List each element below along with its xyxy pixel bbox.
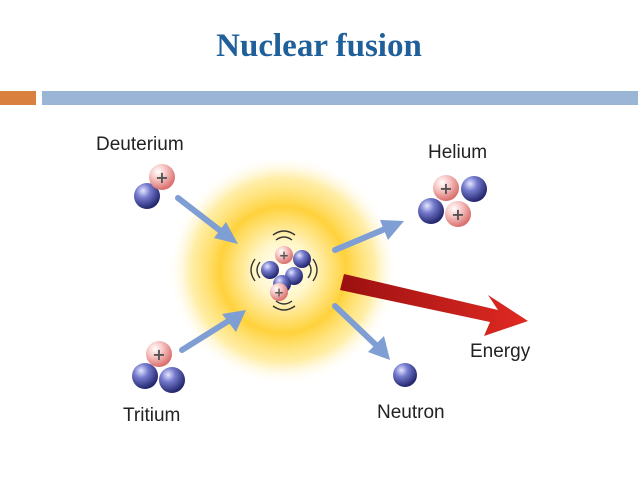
- svg-text:+: +: [155, 168, 168, 187]
- helium-nucleus: + +: [418, 175, 487, 227]
- svg-text:+: +: [439, 179, 452, 198]
- free-neutron: [393, 363, 417, 387]
- svg-text:+: +: [279, 249, 289, 263]
- arrow-deuterium-in: [175, 195, 238, 244]
- label-neutron: Neutron: [377, 402, 445, 423]
- label-deuterium: Deuterium: [96, 134, 184, 155]
- energy-arrow: [340, 274, 528, 336]
- label-helium: Helium: [428, 142, 487, 163]
- title-accent-bar: [0, 91, 36, 105]
- fusion-glow: [168, 155, 398, 385]
- svg-text:+: +: [152, 345, 165, 364]
- arrow-tritium-in: [179, 310, 246, 353]
- label-tritium: Tritium: [123, 405, 180, 426]
- arrow-helium-out: [332, 220, 404, 253]
- svg-text:+: +: [451, 205, 464, 224]
- deuterium-nucleus: +: [134, 164, 175, 209]
- fusing-nucleus: + +: [250, 230, 318, 311]
- label-energy: Energy: [470, 341, 531, 362]
- svg-text:+: +: [274, 286, 284, 300]
- title-divider-bar: [42, 91, 638, 105]
- tritium-nucleus: +: [132, 341, 185, 393]
- arrow-neutron-out: [332, 303, 390, 360]
- slide-title: Nuclear fusion: [216, 28, 422, 64]
